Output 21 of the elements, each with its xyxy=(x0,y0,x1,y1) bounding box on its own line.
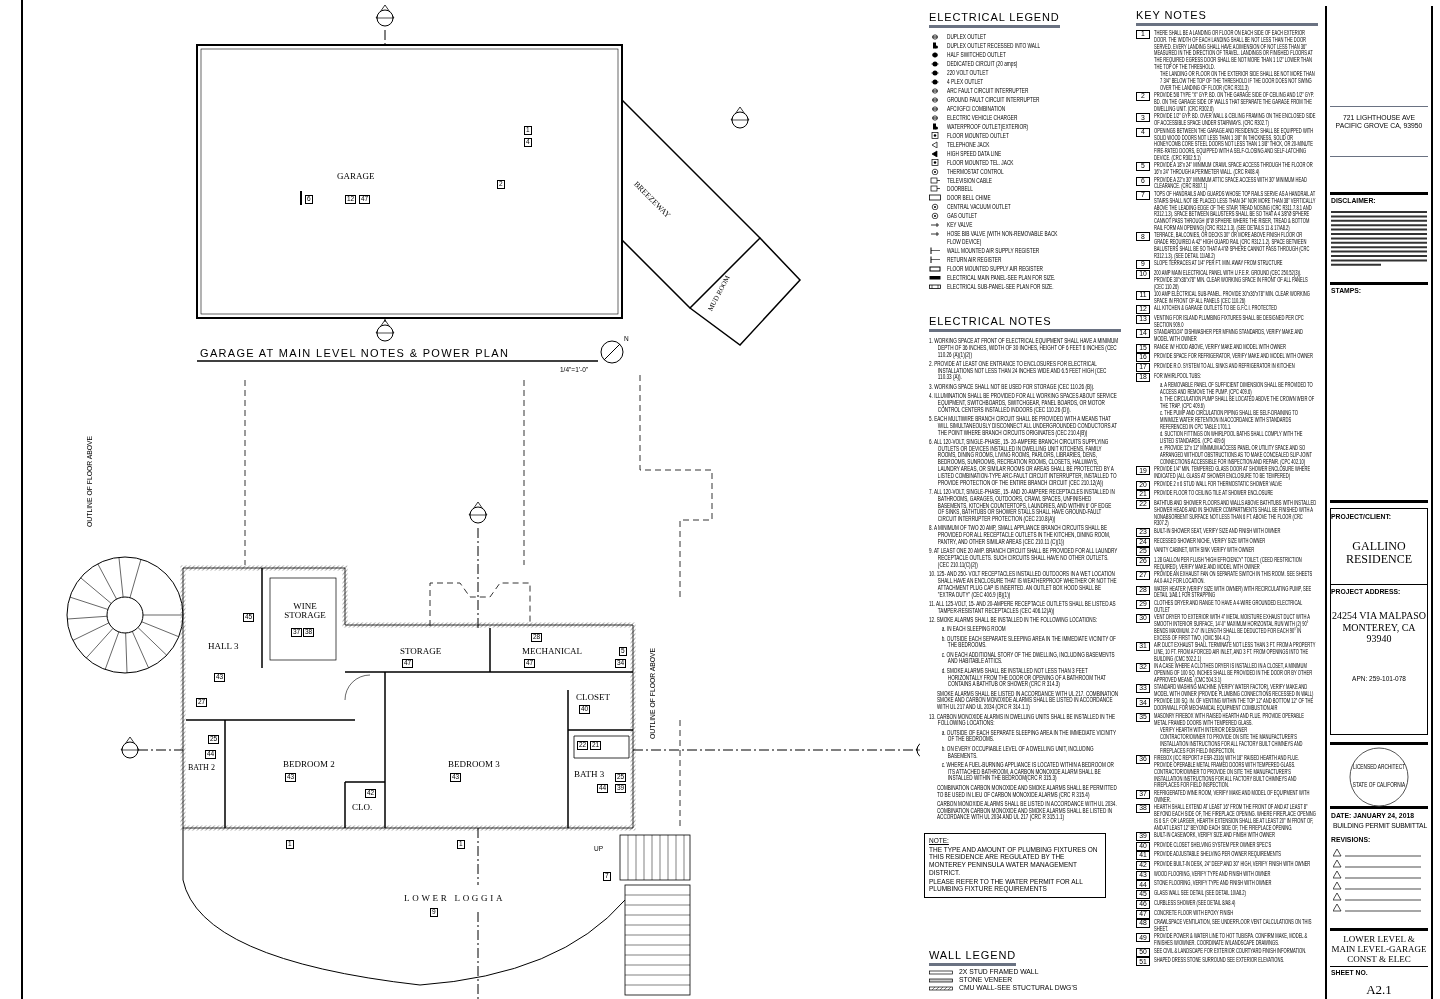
room-label: MECHANICAL xyxy=(522,647,582,656)
section-heading: KEY NOTES xyxy=(1136,10,1318,26)
room-label: CLOSET xyxy=(576,693,610,702)
room-label: GARAGE xyxy=(337,172,375,181)
room-label: STORAGE xyxy=(400,647,442,656)
room-label: BATH 2 xyxy=(188,764,215,772)
room-label: BEDROOM 3 xyxy=(448,760,500,769)
room-label: WINE STORAGE xyxy=(283,602,327,620)
project-name: GALLINO RESIDENCE xyxy=(1345,540,1413,567)
drawing-title: GARAGE AT MAIN LEVEL NOTES & POWER PLAN xyxy=(200,348,510,359)
section-heading: ELECTRICAL LEGEND xyxy=(929,12,1060,28)
sheet-number: A2.1 xyxy=(1365,983,1393,996)
room-label: LOWER LOGGIA xyxy=(404,894,506,903)
room-label: BATH 3 xyxy=(574,770,605,779)
sheet-title: LOWER LEVEL & MAIN LEVEL-GARAGE CONST & ELEC xyxy=(1330,935,1428,965)
room-label: BEDROOM 2 xyxy=(283,760,335,769)
room-label: CLO. xyxy=(352,803,373,812)
section-heading: ELECTRICAL NOTES xyxy=(929,316,1121,332)
project-address: 24254 VIA MALPASO MONTEREY, CA 93940 xyxy=(1331,610,1427,645)
room-label: HALL 3 xyxy=(208,642,239,651)
section-heading: WALL LEGEND xyxy=(929,950,1017,966)
